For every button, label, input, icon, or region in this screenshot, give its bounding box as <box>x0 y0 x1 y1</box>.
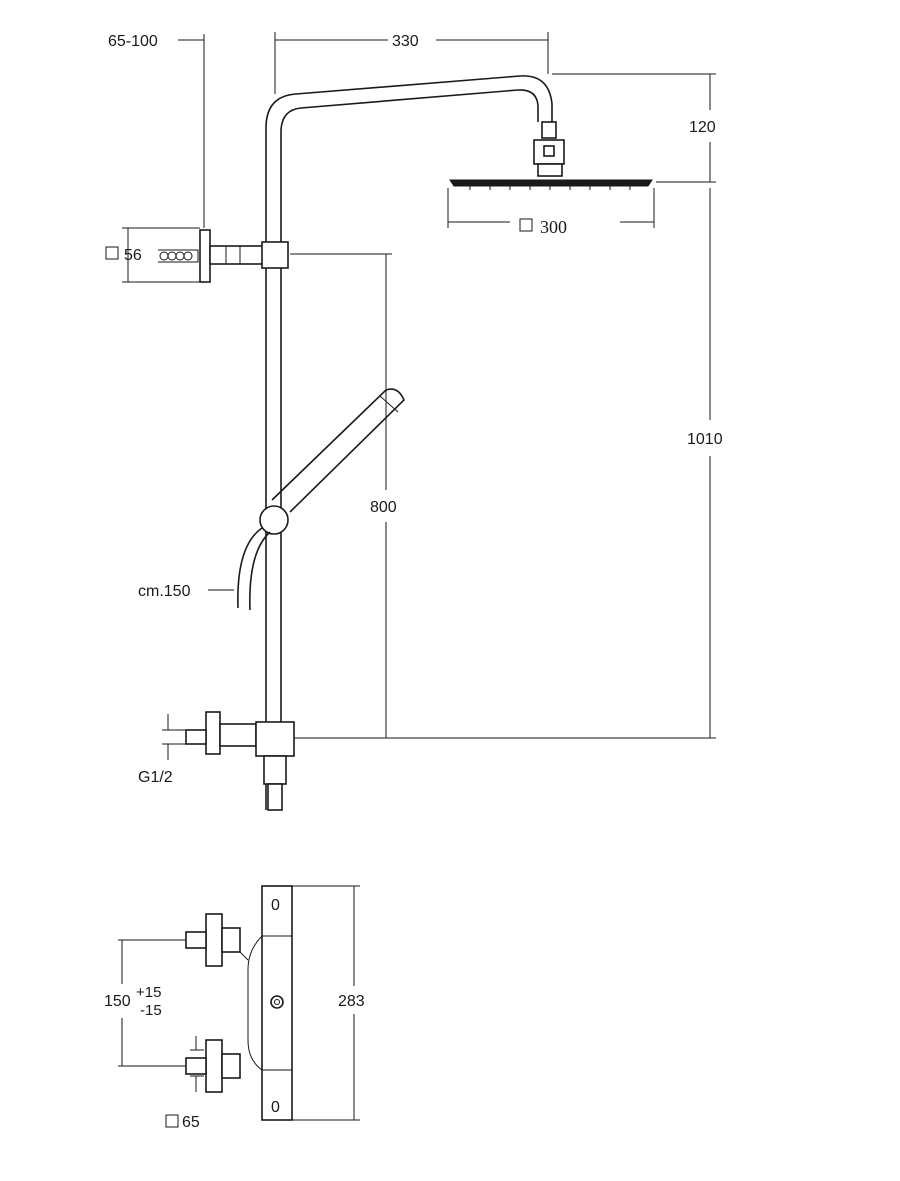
label-arm-length: 330 <box>392 33 419 50</box>
label-total-height: 1010 <box>687 431 723 448</box>
dim-slider-travel: 800 <box>290 253 397 738</box>
dim-flange: 65 <box>165 1114 200 1131</box>
dim-arm-length: 330 <box>274 32 549 94</box>
label-rosette-size: 56 <box>124 247 142 264</box>
thermostatic-valve: 0 0 <box>185 885 293 1121</box>
dim-offset: 65-100 <box>108 33 205 228</box>
square-outline-icon <box>165 1114 179 1128</box>
shower-arm <box>265 75 553 133</box>
label-flange-size: 65 <box>182 1114 200 1131</box>
label-head-drop: 120 <box>689 119 716 136</box>
label-hose-length: cm.150 <box>138 583 191 600</box>
label-tolerance-plus: +15 <box>136 984 161 1001</box>
dim-valve-height: 283 <box>292 885 365 1121</box>
dim-thread: G1/2 <box>138 714 186 786</box>
label-tolerance-minus: -15 <box>140 1002 162 1019</box>
wall-bracket <box>158 229 289 283</box>
dim-total-height: 1010 <box>294 188 723 739</box>
label-offset-range: 65-100 <box>108 33 158 50</box>
cap-mark-bottom: 0 <box>271 1099 280 1116</box>
dim-head-size: 300 <box>447 188 655 237</box>
dim-inlet-spacing: 150 +15 -15 <box>104 939 204 1092</box>
label-valve-height: 283 <box>338 993 365 1010</box>
label-connection-thread: G1/2 <box>138 769 173 786</box>
riser-pipe <box>265 128 282 810</box>
head-connector <box>533 121 565 177</box>
dim-head-drop: 120 <box>552 73 716 183</box>
dim-rosette: 56 <box>105 227 200 283</box>
cap-mark-top: 0 <box>271 897 280 914</box>
square-outline-icon <box>105 246 119 260</box>
label-head-size: 300 <box>540 217 567 237</box>
label-inlet-spacing: 150 <box>104 993 131 1010</box>
label-slider-travel: 800 <box>370 499 397 516</box>
square-outline-icon <box>519 218 533 232</box>
shower-head <box>449 179 653 190</box>
dim-hose: cm.150 <box>138 583 234 600</box>
bottom-connection <box>185 711 295 811</box>
